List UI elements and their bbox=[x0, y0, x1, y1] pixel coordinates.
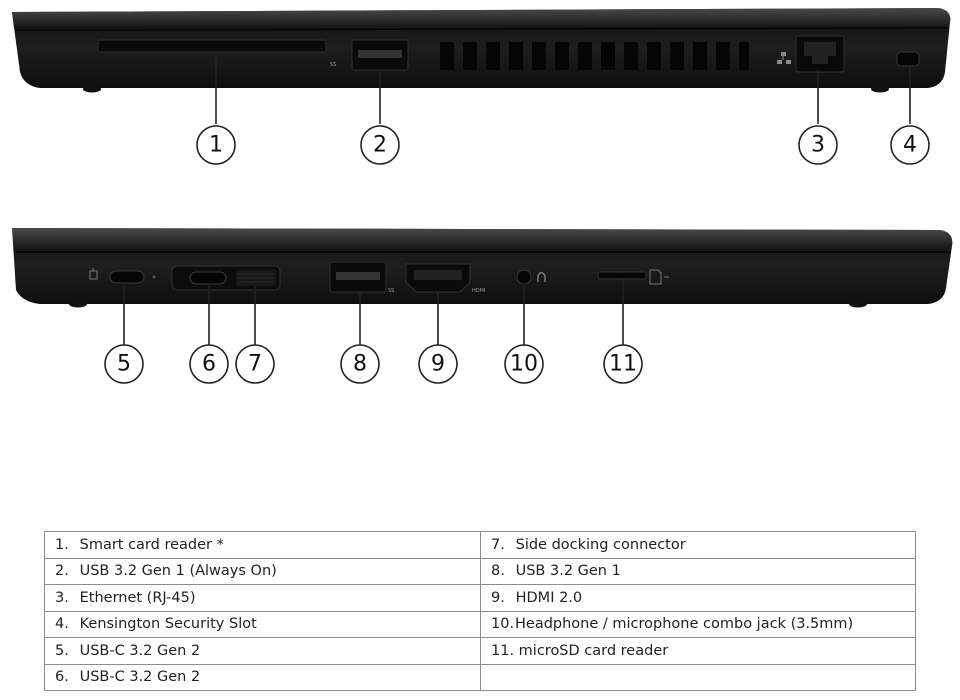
cooling-vent bbox=[440, 42, 749, 70]
legend-number: 8. bbox=[491, 563, 505, 580]
usb-c-port-2-and-docking bbox=[171, 265, 281, 291]
laptop-left-side-view: SS HDMI bbox=[12, 228, 953, 308]
legend-cell: 7. Side docking connector bbox=[480, 531, 916, 559]
callout-4: 4 bbox=[890, 125, 930, 165]
legend-text: USB 3.2 Gen 1 (Always On) bbox=[79, 563, 277, 580]
callout-3: 3 bbox=[798, 125, 838, 165]
sd-card-icon bbox=[649, 269, 662, 285]
svg-text:10: 10 bbox=[510, 352, 538, 377]
legend-number: 4. bbox=[55, 616, 69, 633]
legend-number: 7. bbox=[491, 536, 505, 553]
callout-8: 8 bbox=[340, 344, 380, 384]
ethernet-port bbox=[777, 35, 845, 73]
headset-icon bbox=[537, 271, 546, 282]
legend-number: 5. bbox=[55, 642, 69, 659]
svg-text:11: 11 bbox=[609, 352, 637, 377]
callout-7: 7 bbox=[235, 344, 275, 384]
svg-text:SS: SS bbox=[388, 288, 394, 294]
svg-text:5: 5 bbox=[117, 352, 131, 377]
callout-1: 1 bbox=[196, 125, 236, 165]
svg-text:9: 9 bbox=[431, 352, 445, 377]
callout-11: 11 bbox=[603, 344, 643, 384]
legend-cell: 3. Ethernet (RJ-45) bbox=[44, 584, 481, 612]
svg-text:HDMI: HDMI bbox=[472, 288, 485, 294]
legend-number: 2. bbox=[55, 563, 69, 580]
svg-text:3: 3 bbox=[811, 133, 825, 158]
svg-text:6: 6 bbox=[202, 352, 216, 377]
legend-number: 3. bbox=[55, 589, 69, 606]
legend-text: Headphone / microphone combo jack (3.5mm… bbox=[515, 616, 854, 633]
legend-number: 1. bbox=[55, 536, 69, 553]
svg-text:8: 8 bbox=[353, 352, 367, 377]
usb-a-port-always-on: SS bbox=[330, 39, 409, 71]
legend-text: HDMI 2.0 bbox=[515, 589, 583, 606]
legend-cell: 10.Headphone / microphone combo jack (3.… bbox=[480, 610, 916, 638]
usb-a-port: SS bbox=[329, 261, 394, 294]
table-row: 6. USB-C 3.2 Gen 2 bbox=[44, 663, 916, 691]
legend-cell: 8. USB 3.2 Gen 1 bbox=[480, 557, 916, 585]
legend-text: Side docking connector bbox=[515, 536, 686, 553]
table-row: 4. Kensington Security Slot 10.Headphone… bbox=[44, 610, 916, 638]
legend-cell: 2. USB 3.2 Gen 1 (Always On) bbox=[44, 557, 481, 585]
legend-number: 10. bbox=[491, 616, 515, 633]
legend-number: 6. bbox=[55, 669, 69, 686]
svg-text:7: 7 bbox=[248, 352, 262, 377]
callout-9: 9 bbox=[418, 344, 458, 384]
legend-text: USB-C 3.2 Gen 2 bbox=[79, 669, 201, 686]
legend-cell: 6. USB-C 3.2 Gen 2 bbox=[44, 663, 481, 691]
microsd-slot bbox=[597, 269, 669, 285]
usb-c-port-2 bbox=[189, 271, 227, 285]
callout-markers: 1 2 3 4 5 6 7 8 bbox=[104, 125, 930, 384]
network-icon bbox=[777, 52, 791, 64]
svg-text:2: 2 bbox=[373, 133, 387, 158]
legend-number: 11. bbox=[491, 642, 515, 659]
laptop-right-side-view: SS bbox=[12, 8, 951, 93]
legend-text: Kensington Security Slot bbox=[79, 616, 257, 633]
smart-card-slot bbox=[97, 39, 327, 53]
svg-text:SS: SS bbox=[330, 62, 336, 68]
callout-2: 2 bbox=[360, 125, 400, 165]
legend-cell: 4. Kensington Security Slot bbox=[44, 610, 481, 638]
legend-text: Smart card reader * bbox=[79, 536, 224, 553]
callout-6: 6 bbox=[189, 344, 229, 384]
laptop-side-views-illustration: SS bbox=[12, 8, 953, 384]
hdmi-port: HDMI bbox=[405, 263, 485, 294]
legend-text: Ethernet (RJ-45) bbox=[79, 589, 196, 606]
svg-text:4: 4 bbox=[903, 133, 917, 158]
legend-text: USB-C 3.2 Gen 2 bbox=[79, 642, 201, 659]
legend-number: 9. bbox=[491, 589, 505, 606]
table-row: 3. Ethernet (RJ-45) 9. HDMI 2.0 bbox=[44, 584, 916, 612]
kensington-slot bbox=[896, 51, 920, 67]
legend-cell: 1. Smart card reader * bbox=[44, 531, 481, 559]
callout-5: 5 bbox=[104, 344, 144, 384]
usb-c-port-1 bbox=[109, 270, 145, 284]
table-row: 2. USB 3.2 Gen 1 (Always On) 8. USB 3.2 … bbox=[44, 557, 916, 585]
leader-lines bbox=[123, 58, 911, 345]
legend-cell: 5. USB-C 3.2 Gen 2 bbox=[44, 637, 481, 665]
table-row: 1. Smart card reader * 7. Side docking c… bbox=[44, 531, 916, 559]
svg-text:1: 1 bbox=[209, 133, 223, 158]
power-plug-icon bbox=[89, 268, 98, 280]
legend-text: USB 3.2 Gen 1 bbox=[515, 563, 621, 580]
legend-cell: 11. microSD card reader bbox=[480, 637, 916, 665]
legend-cell-empty bbox=[480, 663, 916, 691]
callout-10: 10 bbox=[504, 344, 544, 384]
port-legend-table: 1. Smart card reader * 7. Side docking c… bbox=[44, 531, 916, 691]
legend-text: microSD card reader bbox=[518, 642, 669, 659]
legend-cell: 9. HDMI 2.0 bbox=[480, 584, 916, 612]
table-row: 5. USB-C 3.2 Gen 2 11. microSD card read… bbox=[44, 637, 916, 665]
